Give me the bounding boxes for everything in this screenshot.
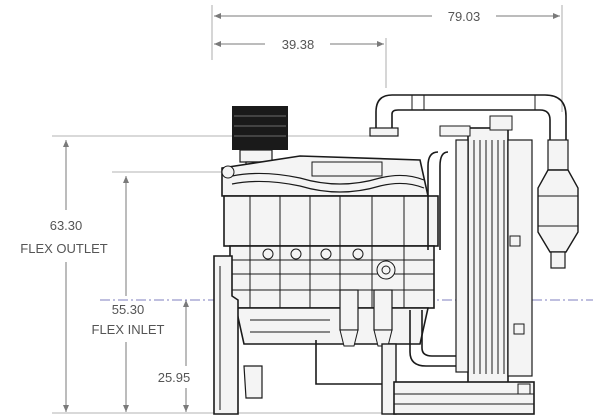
radiator (439, 115, 533, 385)
base-height-value: 25.95 (158, 370, 191, 385)
engine-block (223, 195, 439, 309)
engine-illustration (213, 94, 579, 415)
outlet-height-dimension: 63.30 FLEX OUTLET (20, 135, 372, 412)
base-height-dimension: 25.95 (158, 300, 191, 412)
oil-pan (235, 289, 429, 347)
overall-width-label: 79.03 (448, 9, 481, 24)
left-bracket (213, 255, 263, 415)
half-width-dimension: 39.38 (214, 37, 387, 88)
outlet-height-value: 63.30 (50, 218, 83, 233)
inlet-height-value: 55.30 (112, 302, 145, 317)
exhaust-pipe (369, 94, 567, 168)
valve-cover (221, 155, 429, 197)
air-filter (232, 106, 288, 173)
coolant-hose (315, 151, 456, 385)
base-skid (381, 343, 535, 415)
overall-width-dimension: 79.03 (211, 5, 563, 112)
half-width-label: 39.38 (282, 37, 315, 52)
catalytic-converter (537, 139, 579, 269)
inlet-height-dimension: 55.30 FLEX INLET (92, 171, 232, 412)
outlet-height-caption: FLEX OUTLET (20, 241, 107, 256)
inlet-height-caption: FLEX INLET (92, 322, 165, 337)
